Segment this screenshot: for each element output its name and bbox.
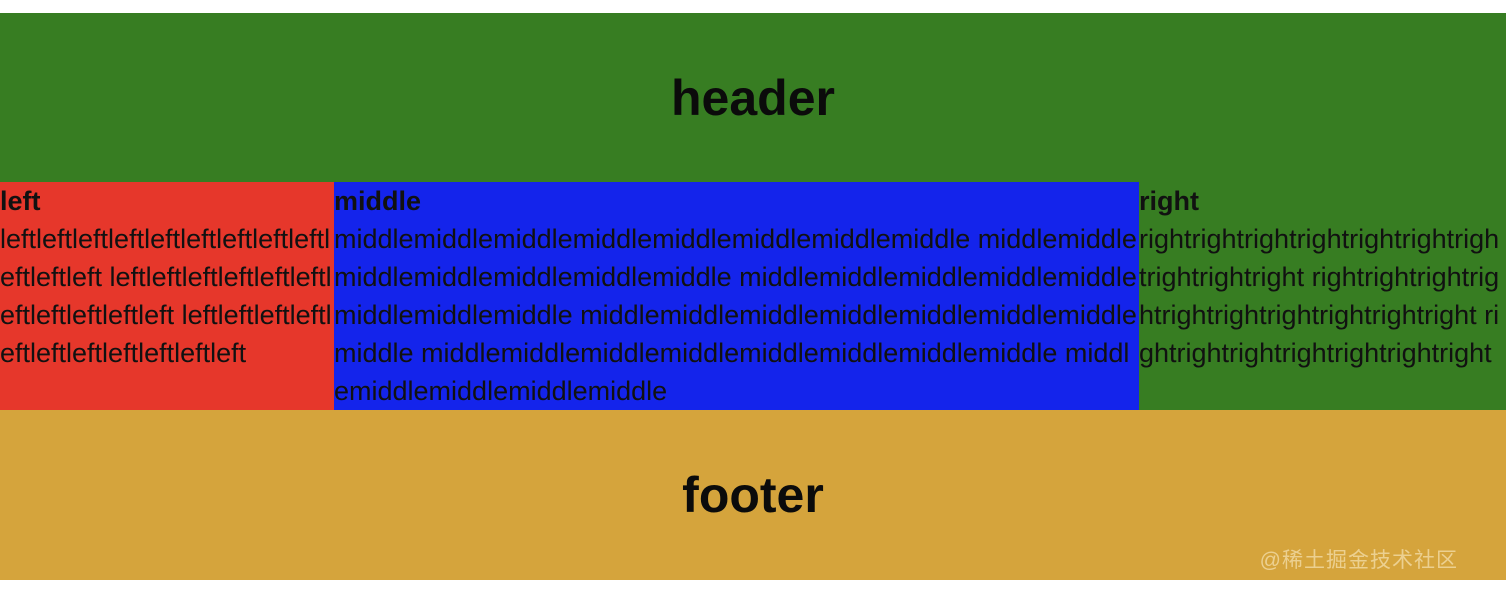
middle-column-title: middle (334, 186, 422, 216)
right-column-title: right (1139, 186, 1199, 216)
page-container: header left leftleftleftleftleftleftleft… (0, 13, 1506, 580)
left-column-title: left (0, 186, 41, 216)
left-column: left leftleftleftleftleftleftleftleftlef… (0, 182, 334, 410)
right-column-text: rightrightrightrightrightrightrightright… (1139, 224, 1500, 368)
content-row: left leftleftleftleftleftleftleftleftlef… (0, 182, 1506, 410)
header-label: header (671, 69, 835, 126)
middle-column-text: middlemiddlemiddlemiddlemiddlemiddlemidd… (334, 224, 1137, 406)
middle-column: middle middlemiddlemiddlemiddlemiddlemid… (334, 182, 1139, 410)
left-column-text: leftleftleftleftleftleftleftleftleftleft… (0, 224, 332, 368)
footer-label: footer (682, 467, 824, 523)
footer-section: footer @稀土掘金技术社区 (0, 410, 1506, 580)
header-section: header (0, 13, 1506, 182)
juejin-watermark: @稀土掘金技术社区 (1259, 549, 1458, 572)
right-column: right rightrightrightrightrightrightrigh… (1139, 182, 1506, 410)
